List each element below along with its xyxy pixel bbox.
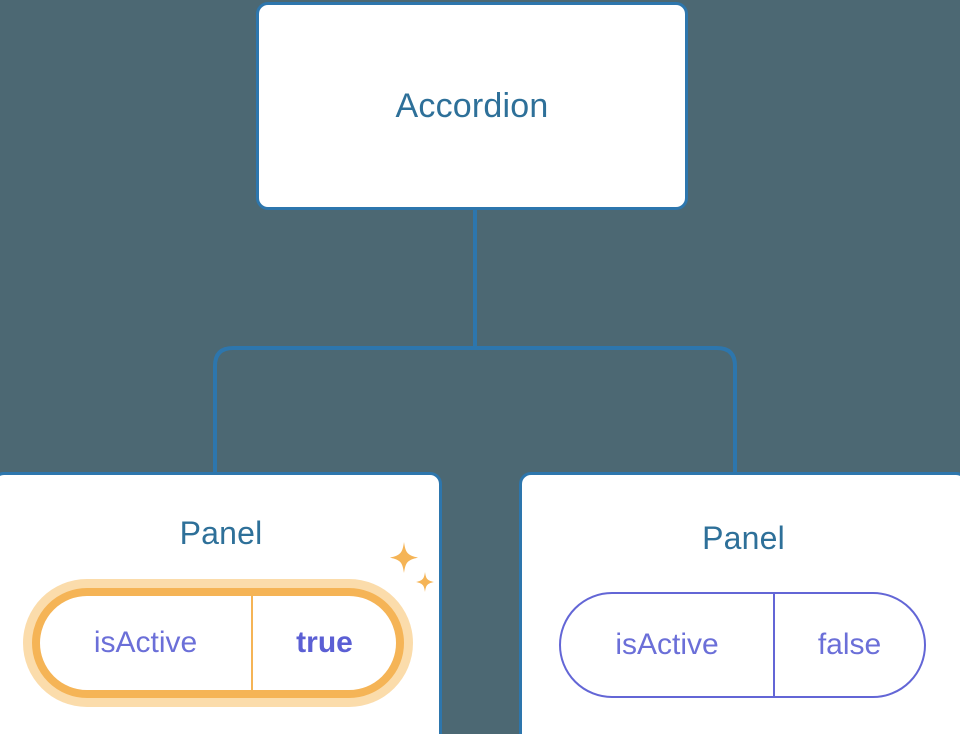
prop-pill-isactive-true[interactable]: isActive true: [32, 588, 404, 698]
node-title-panel-inactive: Panel: [702, 520, 785, 556]
node-card-panel-inactive[interactable]: Panel isActive false: [519, 472, 960, 734]
connector-branch-bus: [213, 346, 737, 474]
prop-key-isactive: isActive: [40, 596, 253, 690]
prop-key-isactive: isActive: [561, 594, 775, 696]
node-title-accordion: Accordion: [395, 87, 549, 125]
node-card-panel-active[interactable]: Panel isActive true: [0, 472, 442, 734]
prop-value-false: false: [817, 628, 882, 661]
panel-body-active: Panel isActive true: [0, 475, 439, 734]
prop-pill-isactive-false[interactable]: isActive false: [559, 592, 926, 698]
panel-body-inactive: Panel isActive false: [522, 475, 960, 734]
prop-value-true: true: [296, 626, 353, 659]
node-card-accordion[interactable]: Accordion: [256, 2, 688, 210]
node-title-panel-active: Panel: [179, 515, 263, 551]
